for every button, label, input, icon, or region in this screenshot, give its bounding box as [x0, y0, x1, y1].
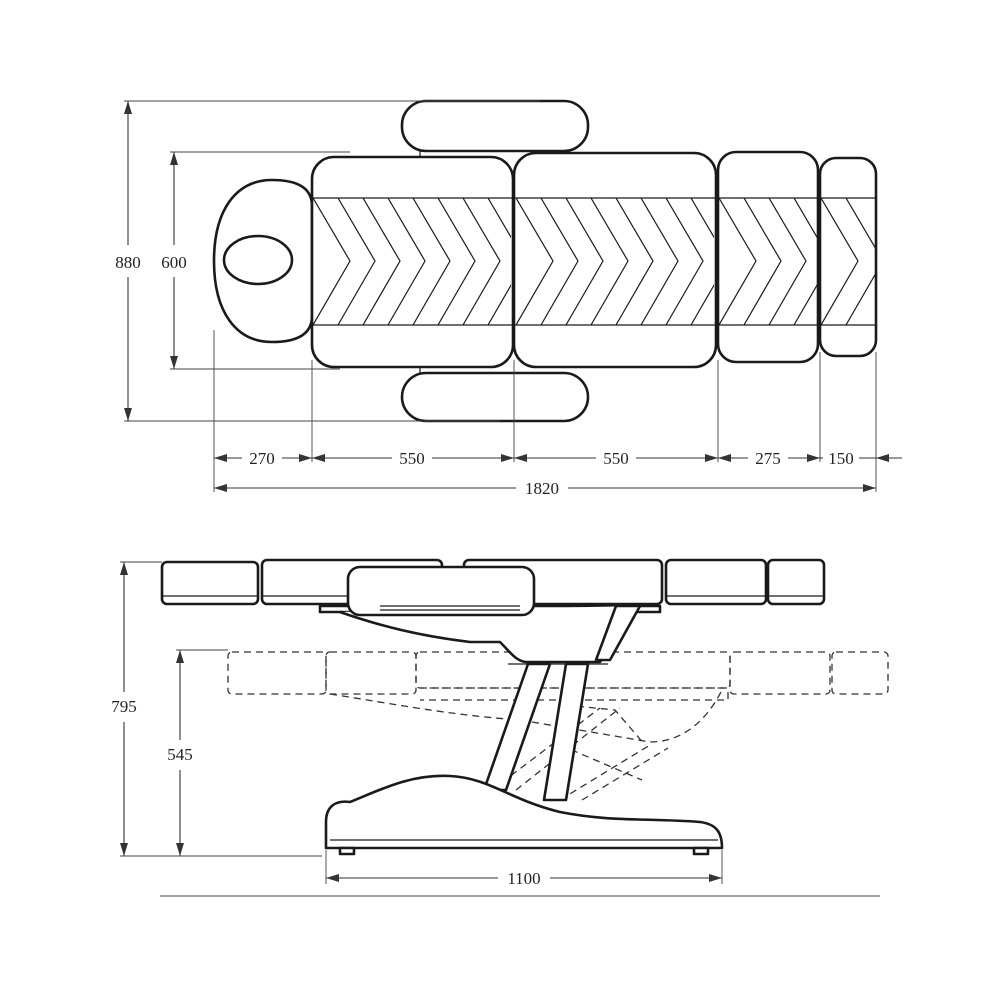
pattern-band-leg: [719, 197, 817, 326]
foot-cushion: [818, 156, 878, 358]
pattern-band-foot: [821, 197, 876, 326]
side-armrest: [346, 565, 536, 617]
side-head-cushion: [160, 560, 260, 606]
armrest-top: [400, 99, 590, 153]
dim-overall-length: 1820: [525, 479, 559, 498]
pattern-band-seat: [515, 197, 715, 326]
dim-overall-width: 880: [115, 253, 141, 272]
top-view: 880 600 270 550 550 275 150 1820: [115, 99, 902, 498]
leg-cushion: [716, 150, 820, 364]
foot-pad-left: [338, 846, 356, 856]
side-foot-cushion: [766, 558, 826, 606]
seat-cushion: [512, 151, 718, 369]
dim-cushion-width: 600: [161, 253, 187, 272]
face-hole: [222, 234, 294, 286]
raised-position: [160, 558, 826, 664]
lift-columns: [482, 662, 608, 802]
back-cushion: [310, 155, 515, 369]
dim-min-height: 545: [167, 745, 193, 764]
foot-pad-right: [692, 846, 710, 856]
side-leg-cushion: [664, 558, 768, 606]
dim-seat-length: 550: [603, 449, 629, 468]
dim-max-height: 795: [111, 697, 137, 716]
armrest-bottom: [400, 371, 590, 423]
pattern-band-back: [313, 197, 512, 326]
dim-foot-length: 150: [828, 449, 854, 468]
dim-back-length: 550: [399, 449, 425, 468]
bed-base: [324, 774, 724, 850]
side-view: 795 545 1100: [111, 558, 889, 888]
dim-base-length: 1100: [507, 869, 540, 888]
dim-leg-length: 275: [755, 449, 781, 468]
dim-head-length: 270: [249, 449, 275, 468]
